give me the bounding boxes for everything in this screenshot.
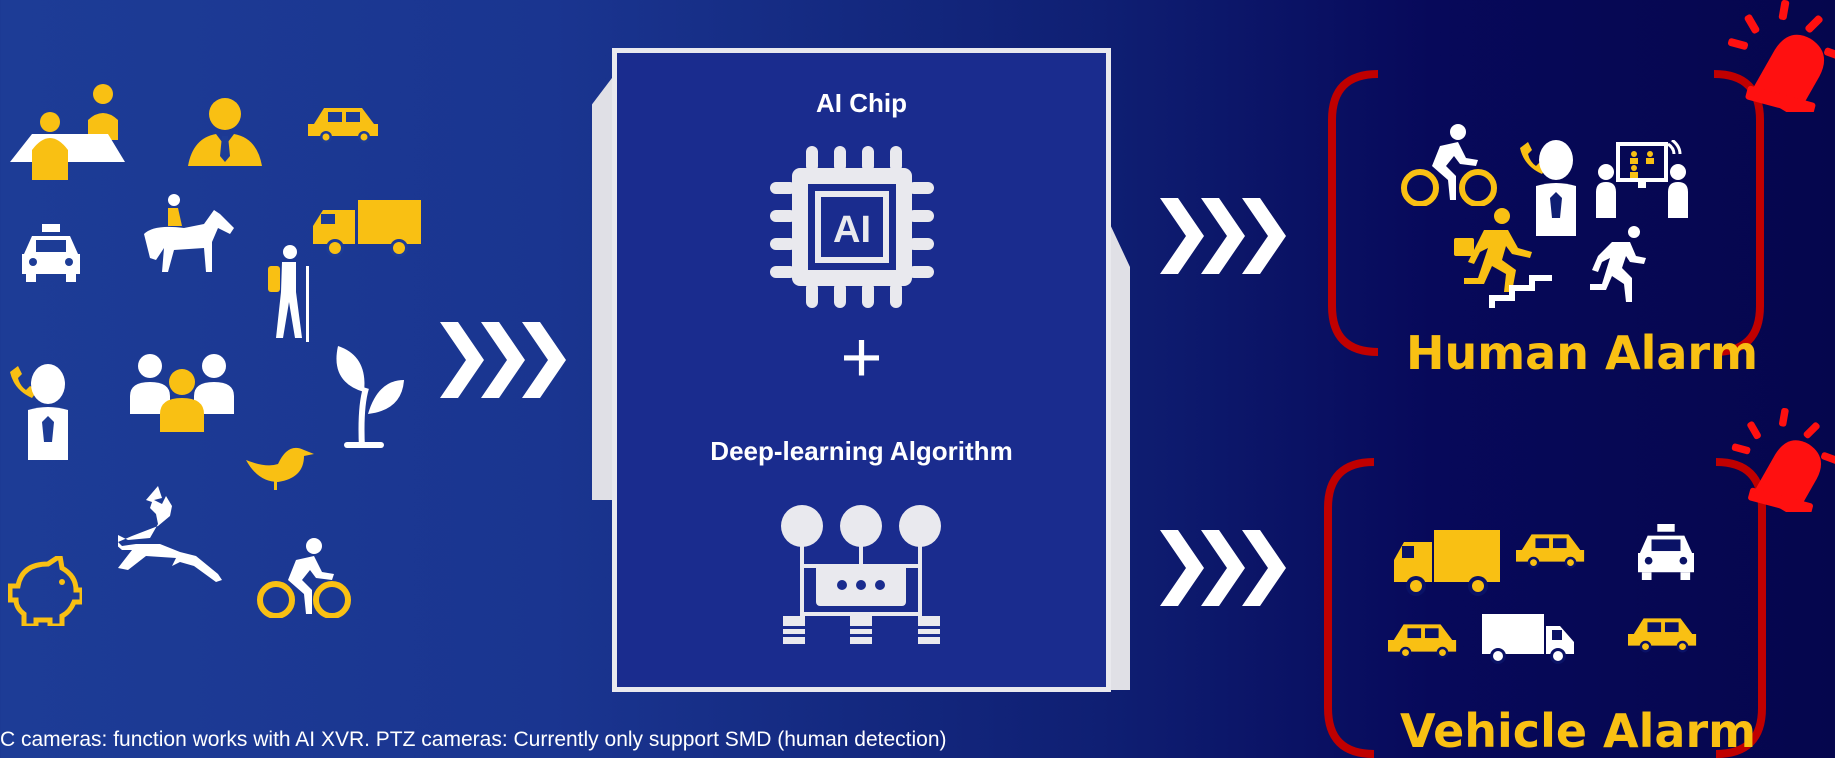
hiker-icon bbox=[268, 245, 309, 342]
car-icon bbox=[308, 108, 378, 143]
taxi-icon bbox=[22, 224, 80, 282]
video-call-icon bbox=[1596, 140, 1688, 218]
phone-person-icon bbox=[1520, 140, 1576, 236]
car-icon bbox=[1628, 618, 1697, 653]
neural-network-icon bbox=[781, 505, 941, 644]
vehicle-alarm-bracket bbox=[1324, 458, 1766, 758]
truck-icon bbox=[313, 200, 421, 257]
horse-rider-icon bbox=[144, 194, 234, 272]
vehicle-alarm-label: Vehicle Alarm bbox=[1400, 704, 1757, 758]
taxi-icon bbox=[1638, 524, 1694, 580]
piggy-bank-icon bbox=[8, 556, 82, 626]
footnote: C cameras: function works with AI XVR. P… bbox=[0, 728, 947, 751]
truck-icon bbox=[1394, 530, 1500, 596]
group-icon bbox=[130, 354, 234, 432]
ai-chip-title: AI Chip bbox=[816, 88, 907, 118]
person-running-stairs-icon bbox=[1454, 208, 1552, 308]
person-running-icon bbox=[1590, 226, 1646, 302]
meeting-icon bbox=[10, 84, 125, 180]
cyclist-icon bbox=[257, 538, 351, 618]
businessman-icon bbox=[188, 98, 262, 166]
human-alarm-bracket bbox=[1328, 70, 1764, 356]
chevron-arrows-icon bbox=[1160, 198, 1286, 274]
car-icon bbox=[1516, 534, 1585, 569]
plant-icon bbox=[336, 346, 404, 448]
siren-icon bbox=[1728, 0, 1835, 112]
deer-icon bbox=[118, 486, 222, 582]
plus-sign: + bbox=[840, 318, 883, 398]
box-tab-right bbox=[1108, 220, 1130, 690]
van-icon bbox=[1482, 614, 1574, 664]
car-icon bbox=[1388, 624, 1457, 659]
ai-chip-label: AI bbox=[833, 209, 871, 251]
siren-icon bbox=[1731, 408, 1835, 512]
phone-person-icon bbox=[10, 364, 68, 460]
ai-chip-icon: AI bbox=[770, 146, 934, 308]
deep-learning-title: Deep-learning Algorithm bbox=[710, 436, 1013, 466]
human-alarm-label: Human Alarm bbox=[1406, 326, 1759, 380]
chevron-arrows-icon bbox=[440, 322, 566, 398]
cyclist-icon bbox=[1401, 124, 1497, 206]
bird-icon bbox=[246, 447, 314, 490]
chevron-arrows-icon bbox=[1160, 530, 1286, 606]
